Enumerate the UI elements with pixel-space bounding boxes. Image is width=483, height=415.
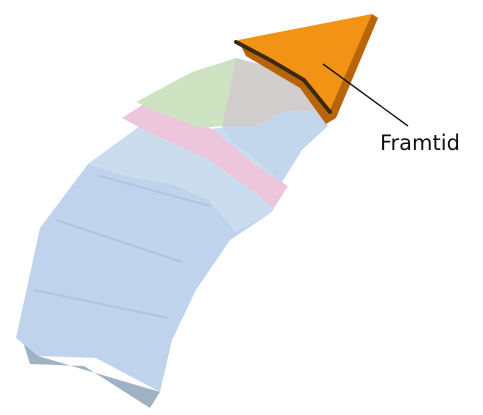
framtid-label: Framtid [380,133,460,154]
